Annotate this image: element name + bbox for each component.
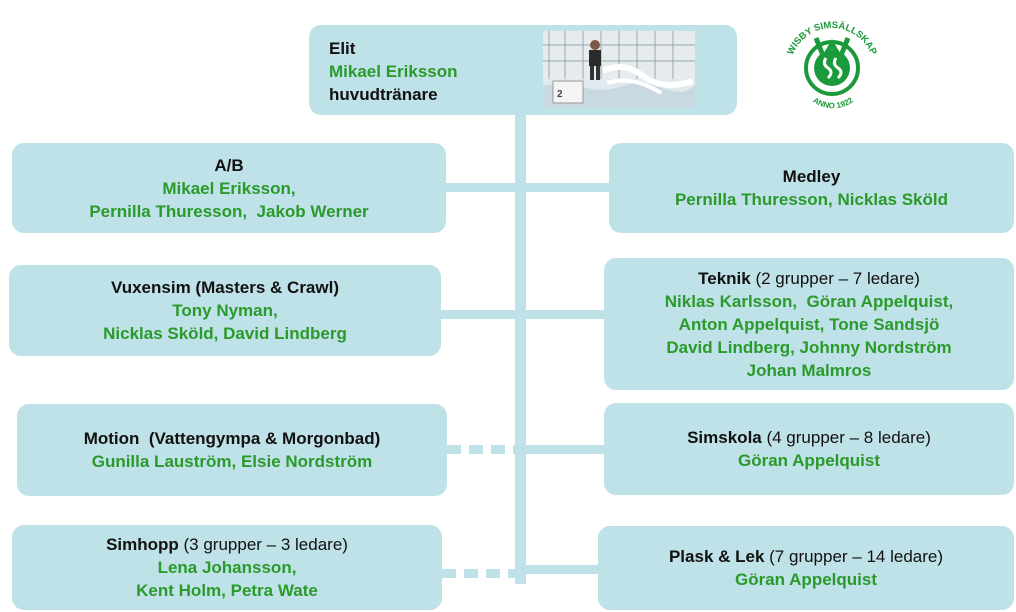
group-motion-title: Motion (Vattengympa & Morgonbad)	[83, 429, 381, 448]
group-teknik-line3: David Lindberg, Johnny Nordström	[666, 337, 952, 357]
branch-simskola	[520, 445, 608, 454]
group-plask-line1: Göran Appelquist	[735, 570, 877, 589]
group-simhopp-box: Simhopp (3 grupper – 3 ledare) Lena Joha…	[12, 525, 442, 610]
elit-role: huvudtränare	[329, 85, 438, 104]
branch-plask	[520, 565, 602, 574]
group-teknik-title: Teknik	[698, 268, 751, 288]
group-simskola-box: Simskola (4 grupper – 8 ledare) Göran Ap…	[604, 403, 1014, 495]
elit-title: Elit	[329, 39, 356, 58]
group-ab-line1: Mikael Eriksson,	[162, 178, 296, 198]
branch-simhopp-dotted	[442, 569, 522, 578]
group-ab-box: A/B Mikael Eriksson, Pernilla Thuresson,…	[12, 143, 446, 233]
group-plask-box: Plask & Lek (7 grupper – 14 ledare) Göra…	[598, 526, 1014, 610]
group-simskola-title: Simskola	[687, 428, 762, 447]
group-teknik-box: Teknik (2 grupper – 7 ledare) Niklas Kar…	[604, 258, 1014, 390]
group-vuxensim-line2: Nicklas Sköld, David Lindberg	[103, 324, 347, 343]
group-simhopp-title: Simhopp	[106, 535, 179, 554]
group-motion-box: Motion (Vattengympa & Morgonbad) Gunilla…	[17, 404, 447, 496]
group-teknik-line2: Anton Appelquist, Tone Sandsjö	[678, 314, 940, 334]
branch-ab	[445, 183, 520, 192]
group-medley-title: Medley	[782, 167, 841, 186]
group-plask-title: Plask & Lek	[668, 547, 765, 566]
group-plask-detail: (7 grupper – 14 ledare)	[764, 547, 944, 566]
group-ab-title: A/B	[214, 155, 244, 175]
group-ab-line2: Pernilla Thuresson, Jakob Werner	[89, 201, 369, 221]
trunk-line	[515, 112, 526, 584]
branch-medley	[520, 183, 612, 192]
svg-text:2: 2	[557, 89, 563, 100]
group-simskola-line1: Göran Appelquist	[738, 451, 880, 470]
branch-motion-dotted	[447, 445, 522, 454]
coach-pool-photo: 2	[543, 31, 695, 108]
group-teknik-line1: Niklas Karlsson, Göran Appelquist,	[664, 291, 954, 311]
group-motion-line1: Gunilla Lauström, Elsie Nordström	[91, 452, 373, 471]
group-simhopp-detail: (3 grupper – 3 ledare)	[178, 535, 348, 554]
group-teknik-line4: Johan Malmros	[746, 360, 872, 380]
svg-text:ANNO 1922: ANNO 1922	[811, 95, 855, 110]
group-simskola-detail: (4 grupper – 8 ledare)	[761, 428, 931, 447]
group-vuxensim-line1: Tony Nyman,	[172, 301, 278, 320]
elit-coach: Mikael Eriksson	[329, 62, 458, 81]
group-vuxensim-box: Vuxensim (Masters & Crawl) Tony Nyman, N…	[9, 265, 441, 356]
branch-vuxensim	[440, 310, 520, 319]
logo-bottom-text: ANNO 1922	[811, 95, 855, 110]
group-vuxensim-title: Vuxensim (Masters & Crawl)	[111, 278, 339, 297]
elit-box: Elit Mikael Eriksson huvudtränare 2	[309, 25, 737, 115]
group-simhopp-line1: Lena Johansson,	[157, 558, 297, 577]
club-logo: WISBY SIMSÄLLSKAP ANNO 1922	[776, 8, 888, 116]
group-teknik-detail: (2 grupper – 7 ledare)	[750, 268, 920, 288]
group-medley-line1: Pernilla Thuresson, Nicklas Sköld	[674, 190, 949, 209]
group-simhopp-line2: Kent Holm, Petra Wate	[136, 581, 318, 600]
group-medley-box: Medley Pernilla Thuresson, Nicklas Sköld	[609, 143, 1014, 233]
branch-teknik	[520, 310, 608, 319]
